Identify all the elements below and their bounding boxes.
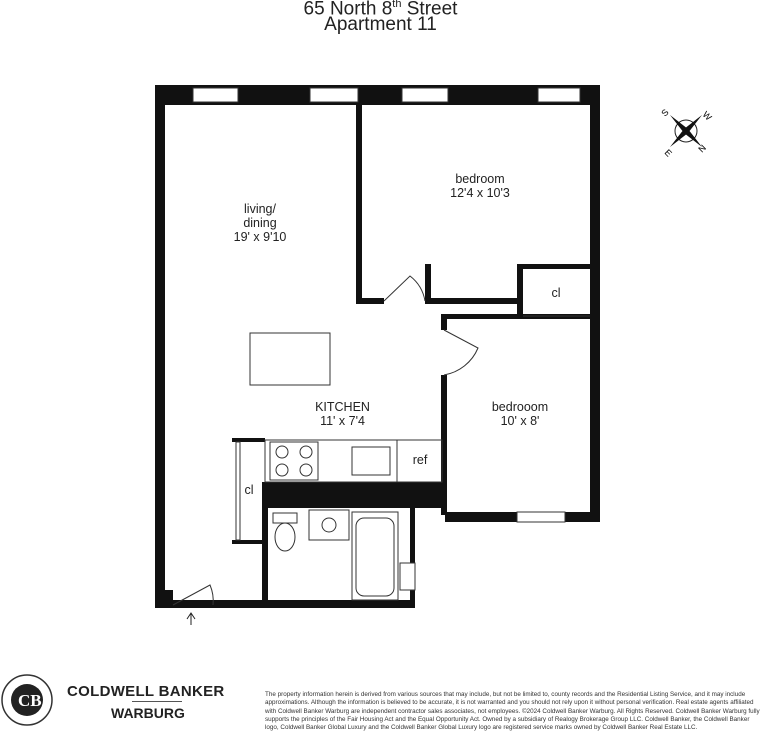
kitchen-island [249, 332, 331, 386]
closet-bedroom: cl [551, 286, 561, 300]
svg-text:W: W [701, 109, 714, 122]
closet-entry: cl [244, 483, 254, 497]
sink [351, 446, 391, 476]
stove [269, 441, 319, 481]
svg-text:E: E [663, 147, 674, 158]
refrigerator [396, 439, 443, 483]
door-bedroom2 [443, 329, 479, 376]
apartment-title: Apartment 11 [324, 14, 437, 35]
brand-logo: CB [1, 674, 53, 726]
svg-text:N: N [696, 143, 708, 155]
svg-text:CB: CB [18, 691, 42, 710]
brand-sub: WARBURG [111, 705, 185, 721]
ref-label: ref [412, 453, 428, 467]
windows [192, 87, 581, 591]
compass-icon: S W E N [659, 107, 714, 159]
toilet [274, 522, 296, 552]
bathtub [351, 511, 399, 601]
bath-sink [308, 509, 350, 541]
brand-name: COLDWELL BANKER [67, 683, 225, 700]
address-title: 65 North 8th Street [303, 0, 458, 20]
door-bedroom [383, 275, 426, 302]
disclaimer: The property information herein is deriv… [265, 691, 760, 732]
entry-arrow-icon [186, 612, 196, 625]
svg-text:S: S [659, 107, 670, 118]
brand-divider [132, 701, 182, 702]
walls [155, 85, 600, 608]
entry-door [172, 584, 214, 606]
